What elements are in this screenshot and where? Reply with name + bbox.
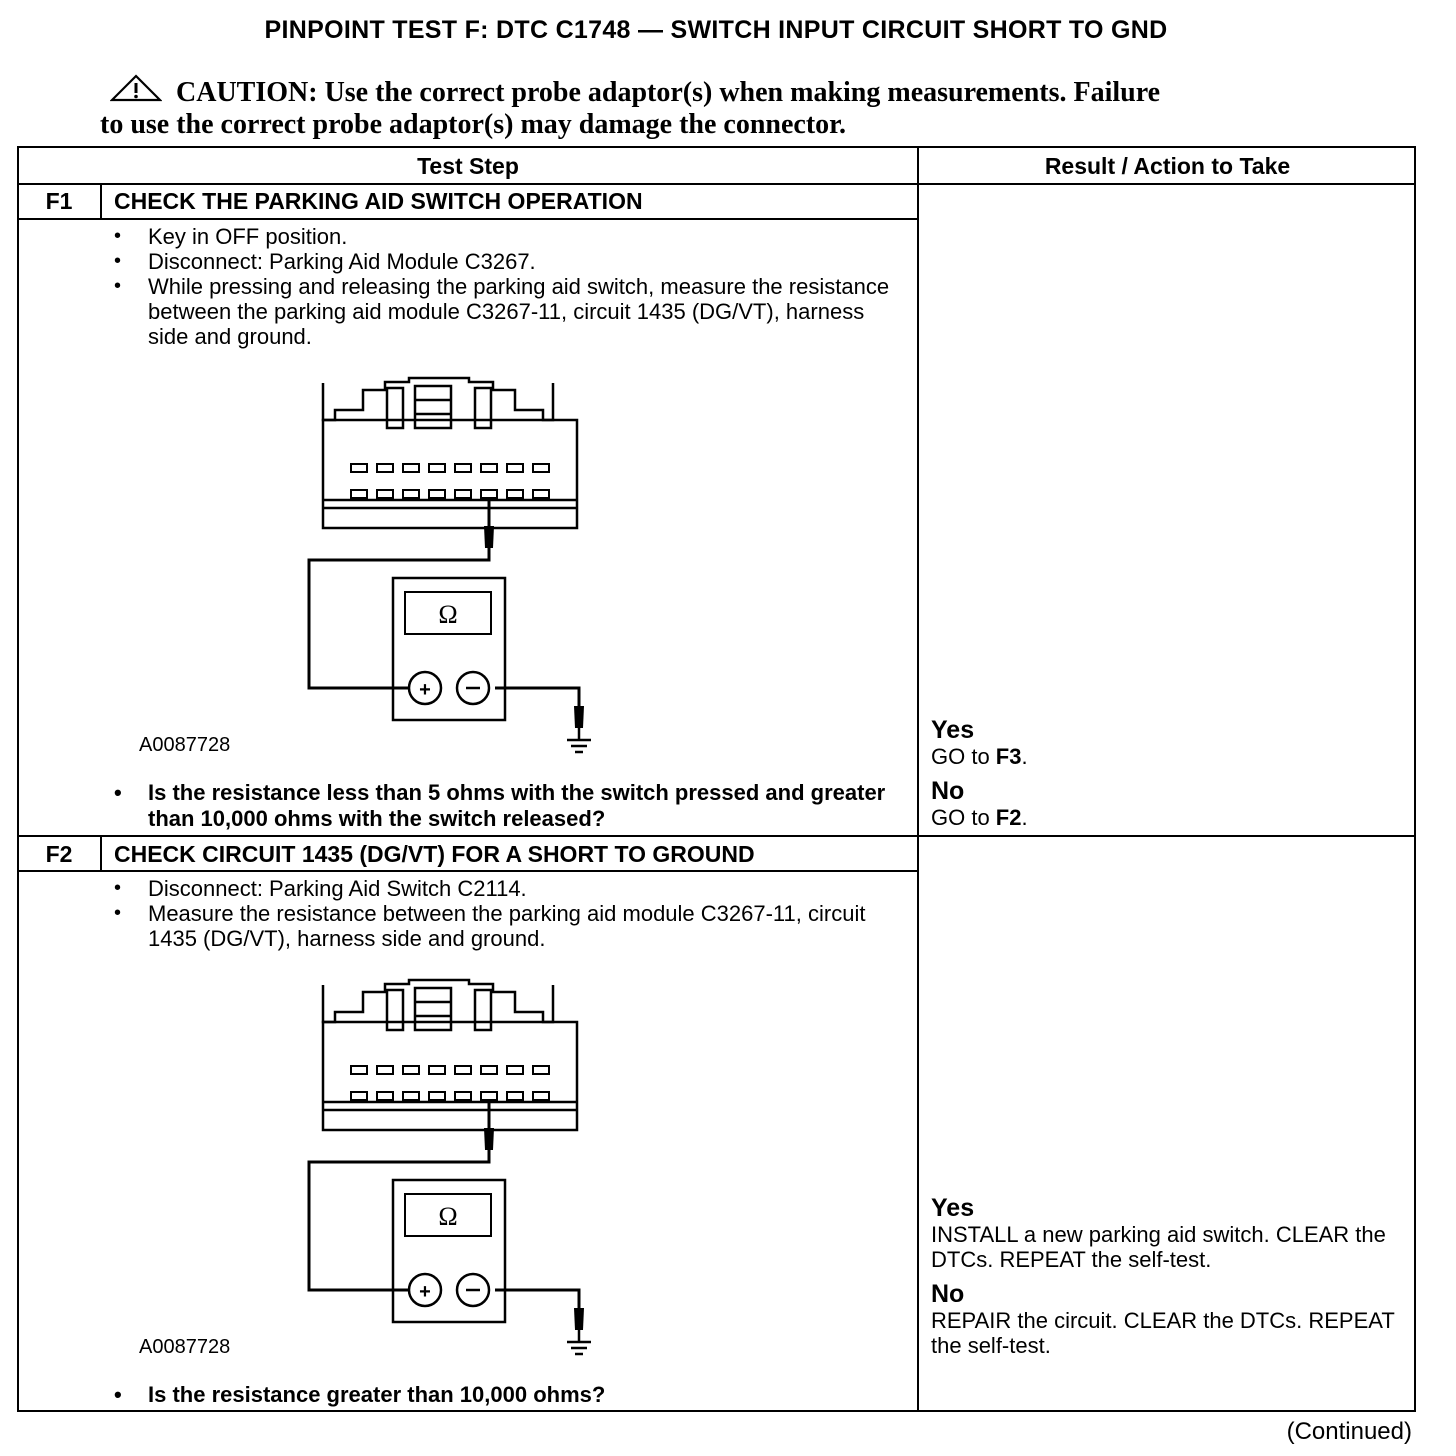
figure-id-f1: A0087728 [139, 734, 231, 756]
step-id-f2: F2 [45, 841, 73, 867]
no-label: No [931, 1280, 965, 1308]
list-item: Disconnect: Parking Aid Switch C2114. [114, 876, 874, 901]
list-item: While pressing and releasing the parking… [114, 274, 894, 349]
goto-f3-link[interactable]: F3 [995, 744, 1022, 769]
warning-triangle-icon [110, 74, 162, 102]
caution-line1: Use the correct probe adaptor(s) when ma… [324, 77, 1161, 108]
step-f1-instructions: Key in OFF position. Disconnect: Parking… [114, 224, 894, 349]
list-item: Measure the resistance between the parki… [114, 901, 874, 951]
no-label: No [931, 777, 965, 805]
continued-note: (Continued) [1286, 1418, 1412, 1445]
f1-connector-ohmmeter-diagram: Ω + [307, 376, 591, 754]
yes-label: Yes [931, 1194, 975, 1222]
f2-connector-ohmmeter-diagram: Ω + [307, 978, 591, 1356]
list-item: Disconnect: Parking Aid Module C3267. [114, 249, 894, 274]
caution-line2: to use the correct probe adaptor(s) may … [100, 109, 847, 140]
pinpoint-test-table: Test Step Result / Action to Take F1 CHE… [17, 146, 1416, 1412]
step-title-divider [19, 870, 917, 872]
step-divider [19, 835, 1414, 837]
yes-label: Yes [931, 716, 975, 744]
step-id-divider [100, 835, 102, 872]
step-id-f1: F1 [45, 188, 73, 214]
column-divider [917, 148, 919, 1410]
step-f2-instructions: Disconnect: Parking Aid Switch C2114. Me… [114, 876, 874, 951]
no-action: REPAIR the circuit. CLEAR the DTCs. REPE… [931, 1308, 1395, 1358]
step-f2-results: Yes INSTALL a new parking aid switch. CL… [931, 1194, 1411, 1358]
caution-label: CAUTION: [176, 77, 318, 108]
svg-text:+: + [419, 1281, 431, 1303]
step-title-f2: CHECK CIRCUIT 1435 (DG/VT) FOR A SHORT T… [114, 841, 755, 867]
caution-note: CAUTION: Use the correct probe adaptor(s… [100, 74, 1340, 141]
figure-id-f2: A0087728 [139, 1336, 231, 1358]
step-f2-question: Is the resistance greater than 10,000 oh… [114, 1382, 928, 1408]
ohm-symbol: Ω [438, 1202, 457, 1231]
header-divider [19, 183, 1414, 185]
step-f1-results: Yes GO to F3. No GO to F2. [931, 716, 1411, 830]
goto-f2-link[interactable]: F2 [995, 805, 1022, 830]
ohm-symbol: Ω [438, 600, 457, 629]
svg-text:+: + [419, 679, 431, 701]
yes-action: INSTALL a new parking aid switch. CLEAR … [931, 1222, 1386, 1272]
step-title-divider [19, 218, 917, 220]
page-title: PINPOINT TEST F: DTC C1748 — SWITCH INPU… [264, 16, 1168, 44]
list-item: Key in OFF position. [114, 224, 894, 249]
header-result: Result / Action to Take [1044, 153, 1291, 179]
step-id-divider [100, 183, 102, 220]
step-title-f1: CHECK THE PARKING AID SWITCH OPERATION [114, 188, 643, 214]
step-f1-question: Is the resistance less than 5 ohms with … [114, 780, 928, 832]
header-test-step: Test Step [417, 153, 519, 179]
